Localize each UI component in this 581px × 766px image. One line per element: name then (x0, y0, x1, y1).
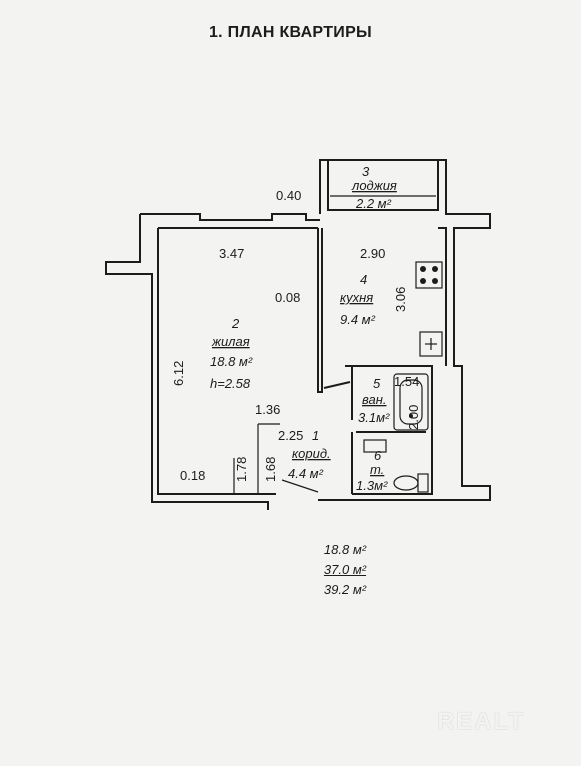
dimension-6-12: 6.12 (171, 361, 186, 386)
dimension-0-08: 0.08 (275, 290, 300, 305)
total-area-with-loggia: 39.2 м² (323, 582, 367, 597)
room-living-number: 2 (231, 316, 240, 331)
dimension-3-06: 3.06 (393, 287, 408, 312)
room-kitchen-area: 9.4 м² (340, 312, 376, 327)
dimension-1-54: 1.54 (394, 374, 419, 389)
dimension-3-47: 3.47 (219, 246, 244, 261)
interior-walls (257, 365, 433, 495)
room-corridor-number: 1 (312, 428, 319, 443)
bathroom-sink (363, 439, 387, 453)
room-bath-name: ван. (362, 392, 387, 407)
bathtub (393, 373, 429, 431)
dimension-2-00: 2.00 (406, 405, 421, 430)
dimension-1-68: 1.68 (263, 457, 278, 482)
room-loggia-area: 2.2 м² (355, 196, 392, 211)
room-loggia-number: 3 (362, 164, 370, 179)
room-living-name: жилая (211, 334, 250, 349)
room-toilet-area: 1.3м² (356, 478, 388, 493)
dimension-1-36: 1.36 (255, 402, 280, 417)
total-area-without-loggia: 37.0 м² (323, 562, 367, 577)
realt-watermark-logo: REALT (437, 708, 526, 735)
room-kitchen-number: 4 (360, 272, 367, 287)
toilet (393, 473, 429, 493)
area-totals: 18.8 м² 37.0 м² 39.2 м² (300, 540, 390, 600)
dimension-1-78: 1.78 (234, 457, 249, 482)
room-living-area: 18.8 м² (210, 354, 253, 369)
room-bath-area: 3.1м² (358, 410, 390, 425)
dimension-2-90: 2.90 (360, 246, 385, 261)
outer-walls (105, 159, 491, 510)
room-corridor-name: корид. (292, 446, 331, 461)
room-corridor-area: 4.4 м² (288, 466, 324, 481)
room-loggia-name: лоджия (351, 178, 397, 193)
total-living-area: 18.8 м² (323, 542, 367, 557)
room-living-height: h=2.58 (210, 376, 251, 391)
kitchen-sink (419, 331, 443, 357)
dimension-2-25: 2.25 (278, 428, 303, 443)
room-toilet-name: т. (370, 462, 384, 477)
dimension-0-18: 0.18 (180, 468, 205, 483)
dimension-0-40: 0.40 (276, 188, 301, 203)
kitchen-stove (415, 261, 443, 289)
room-toilet-number: 6 (374, 448, 382, 463)
room-kitchen-name: кухня (340, 290, 373, 305)
room-bath-number: 5 (373, 376, 381, 391)
page-title: 1. ПЛАН КВАРТИРЫ (208, 24, 373, 41)
